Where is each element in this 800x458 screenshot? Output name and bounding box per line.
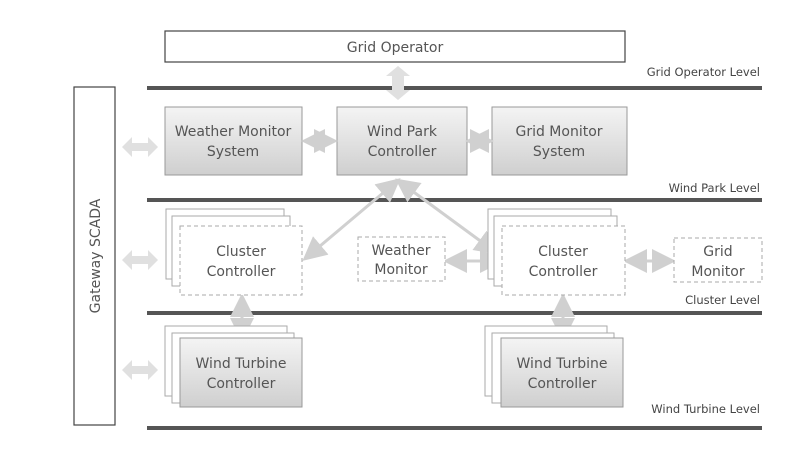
- label: Controller: [207, 376, 276, 392]
- level-label-cluster: Cluster Level: [685, 293, 760, 307]
- label: Cluster: [538, 244, 588, 260]
- label: Weather Monitor: [175, 124, 292, 140]
- weather-monitor-system-box: Weather Monitor System: [164, 106, 303, 176]
- label: Controller: [207, 264, 276, 280]
- level-label-wind-turbine: Wind Turbine Level: [651, 402, 760, 416]
- cluster-controller-right-box: Cluster Controller: [487, 208, 626, 296]
- weather-monitor-box: Weather Monitor: [357, 236, 446, 282]
- wind-turbine-controller-left-box: Wind Turbine Controller: [164, 325, 303, 408]
- wind-park-controller-box: Wind Park Controller: [336, 106, 468, 176]
- label: Cluster: [216, 244, 266, 260]
- grid-operator-label: Grid Operator: [347, 40, 444, 56]
- level-line-wind-park: [147, 198, 762, 202]
- gateway-scada-label: Gateway SCADA: [88, 198, 104, 313]
- label: Weather: [372, 243, 431, 259]
- grid-monitor-box: Grid Monitor: [673, 237, 763, 283]
- label: System: [533, 144, 585, 160]
- label: Wind Turbine: [517, 356, 608, 372]
- gateway-scada-box: Gateway SCADA: [73, 86, 116, 426]
- label: Monitor: [374, 262, 427, 278]
- label: Controller: [528, 376, 597, 392]
- double-arrow-icon: [122, 137, 158, 157]
- double-arrow-icon: [122, 250, 158, 270]
- grid-monitor-system-box: Grid Monitor System: [491, 106, 628, 176]
- double-arrow-icon: [122, 360, 158, 380]
- level-label-grid-operator: Grid Operator Level: [647, 65, 760, 79]
- label: Grid: [703, 244, 732, 260]
- label: Controller: [368, 144, 437, 160]
- label: Grid Monitor: [515, 124, 602, 140]
- label: System: [207, 144, 259, 160]
- label: Monitor: [691, 264, 744, 280]
- side-arrows: [122, 66, 410, 380]
- vertical-double-arrow-icon: [386, 66, 410, 100]
- label: Wind Park: [367, 124, 438, 140]
- label: Controller: [529, 264, 598, 280]
- level-line-wind-turbine: [147, 426, 762, 430]
- level-label-wind-park: Wind Park Level: [669, 181, 760, 195]
- cluster-controller-left-box: Cluster Controller: [165, 208, 303, 296]
- grid-operator-box: Grid Operator: [164, 30, 626, 63]
- label: Wind Turbine: [196, 356, 287, 372]
- wind-turbine-controller-right-box: Wind Turbine Controller: [484, 325, 624, 408]
- level-line-grid-operator: [147, 86, 762, 90]
- level-line-cluster: [147, 311, 762, 315]
